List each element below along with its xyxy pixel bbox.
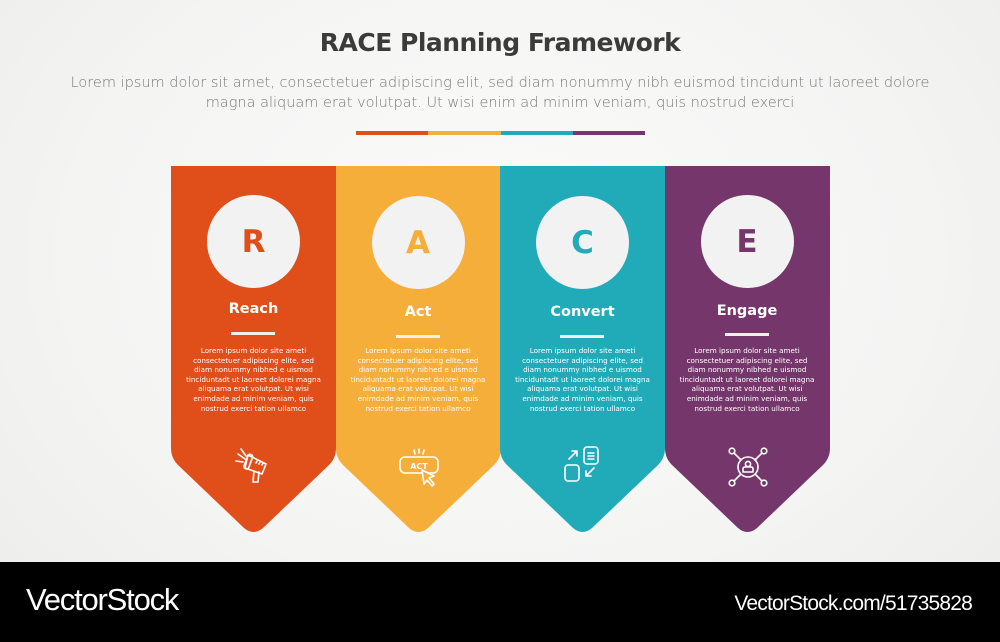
race-stages: R Reach Lorem ipsum dolor site ameti con… xyxy=(171,166,830,536)
stage-letter-circle: E xyxy=(700,195,794,288)
stage-card-reach: R Reach Lorem ipsum dolor site ameti con… xyxy=(171,166,336,534)
image-url: VectorStock.com/51735828 xyxy=(734,592,972,615)
stage-card-convert: C Convert Lorem ipsum dolor site ameti c… xyxy=(500,166,665,534)
title-underline xyxy=(560,335,604,338)
divider-segment-act xyxy=(428,131,501,135)
stage-letter-circle: C xyxy=(536,196,629,289)
megaphone-icon xyxy=(231,444,277,490)
stage-description: Lorem ipsum dolor site ameti consectetue… xyxy=(515,346,650,413)
stage-description: Lorem ipsum dolor site ameti consectetue… xyxy=(186,346,321,413)
title-underline xyxy=(395,335,440,338)
footer-bar: VectorStock VectorStock.com/51735828 xyxy=(0,562,1000,642)
user-network-icon xyxy=(725,444,771,490)
divider-segment-convert xyxy=(500,131,573,135)
stage-title: Convert xyxy=(550,304,615,320)
svg-text:ACT: ACT xyxy=(410,462,428,471)
stage-description: Lorem ipsum dolor site ameti consectetue… xyxy=(679,346,815,413)
color-divider-bar xyxy=(356,131,645,135)
convert-document-icon xyxy=(560,444,606,490)
stage-description: Lorem ipsum dolor site ameti consectetue… xyxy=(350,346,486,413)
divider-segment-engage xyxy=(572,131,645,135)
stage-letter-circle: A xyxy=(371,196,465,289)
divider-segment-reach xyxy=(356,131,429,135)
page-title: RACE Planning Framework xyxy=(319,28,681,57)
stage-card-act: A Act Lorem ipsum dolor site ameti conse… xyxy=(335,166,501,534)
title-underline xyxy=(724,333,769,336)
stage-title: Reach xyxy=(228,301,279,317)
stage-letter-circle: R xyxy=(207,195,300,288)
act-button-click-icon: ACT xyxy=(396,444,442,490)
page-subtitle: Lorem ipsum dolor sit amet, consectetuer… xyxy=(70,75,930,111)
stage-title: Engage xyxy=(716,303,778,319)
stage-card-engage: E Engage Lorem ipsum dolor site ameti co… xyxy=(664,166,830,534)
stage-title: Act xyxy=(404,304,432,320)
title-underline xyxy=(231,332,275,335)
vectorstock-logo: VectorStock xyxy=(26,582,179,617)
